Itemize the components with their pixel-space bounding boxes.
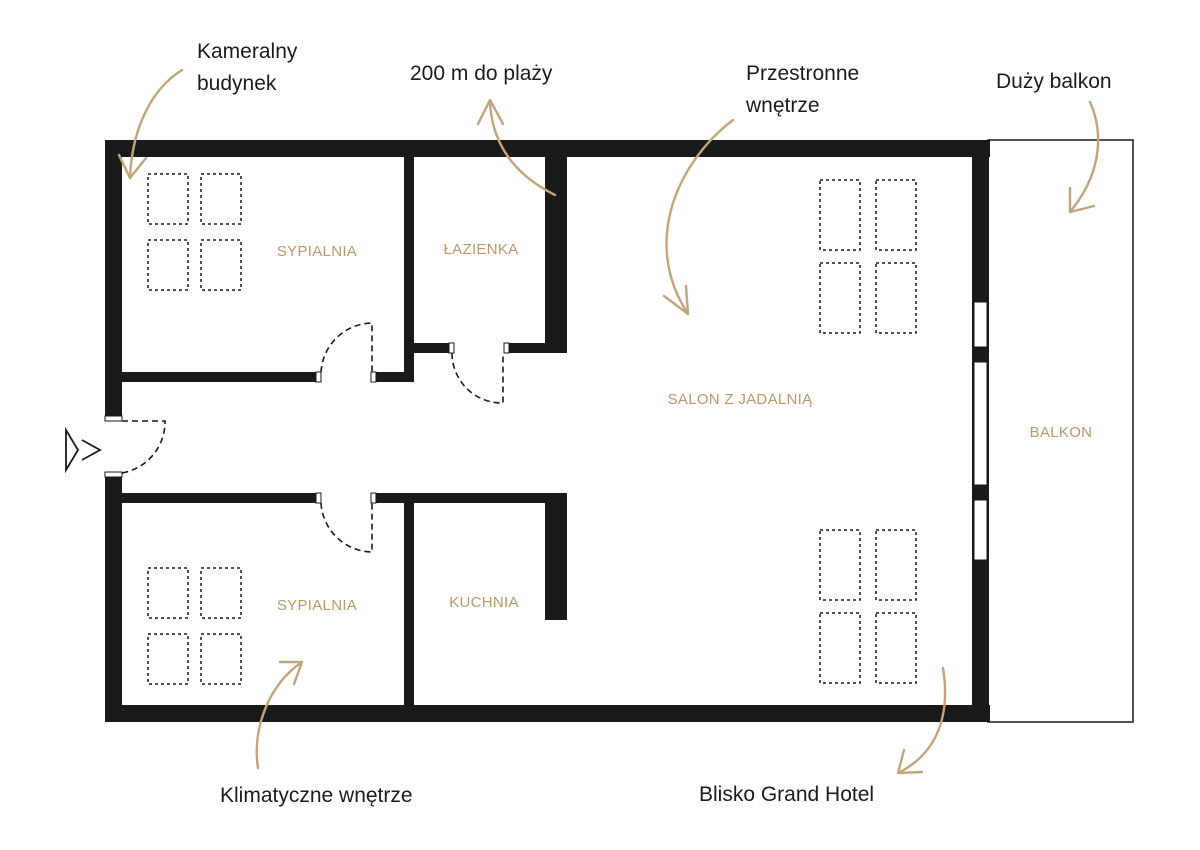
furniture-living-upper [819, 179, 917, 334]
furniture-top-bedroom [147, 173, 242, 291]
entrance-marker [65, 426, 102, 474]
annotation-arrows [117, 68, 1100, 775]
annotation-klimatyczne: Klimatyczne wnętrze [220, 784, 413, 807]
annotation-balkon-duzy: Duży balkon [996, 70, 1112, 93]
room-label-sypialnia-bottom: SYPIALNIA [277, 597, 357, 614]
room-label-balkon: BALKON [1030, 424, 1093, 441]
interior-walls [122, 157, 567, 705]
furniture-bottom-bedroom [147, 567, 242, 685]
room-label-lazienka: ŁAZIENKA [444, 241, 519, 258]
annotation-przestronne-line2: wnętrze [745, 94, 820, 117]
annotation-grand-hotel: Blisko Grand Hotel [699, 783, 874, 806]
annotation-kameralny-line1: Kameralny [197, 40, 298, 63]
balcony-windows [973, 301, 988, 561]
furniture-living-lower [819, 529, 917, 684]
annotation-przestronne-line1: Przestronne [746, 62, 859, 85]
annotation-kameralny-line2: budynek [197, 72, 277, 95]
balcony-outline [987, 139, 1134, 723]
room-label-sypialnia-top: SYPIALNIA [277, 243, 357, 260]
room-label-salon: SALON Z JADALNIĄ [668, 391, 814, 408]
door-swings [121, 322, 504, 553]
door-jambs [104, 342, 510, 504]
annotation-plaza: 200 m do plaży [410, 62, 553, 85]
room-label-kuchnia: KUCHNIA [449, 594, 519, 611]
